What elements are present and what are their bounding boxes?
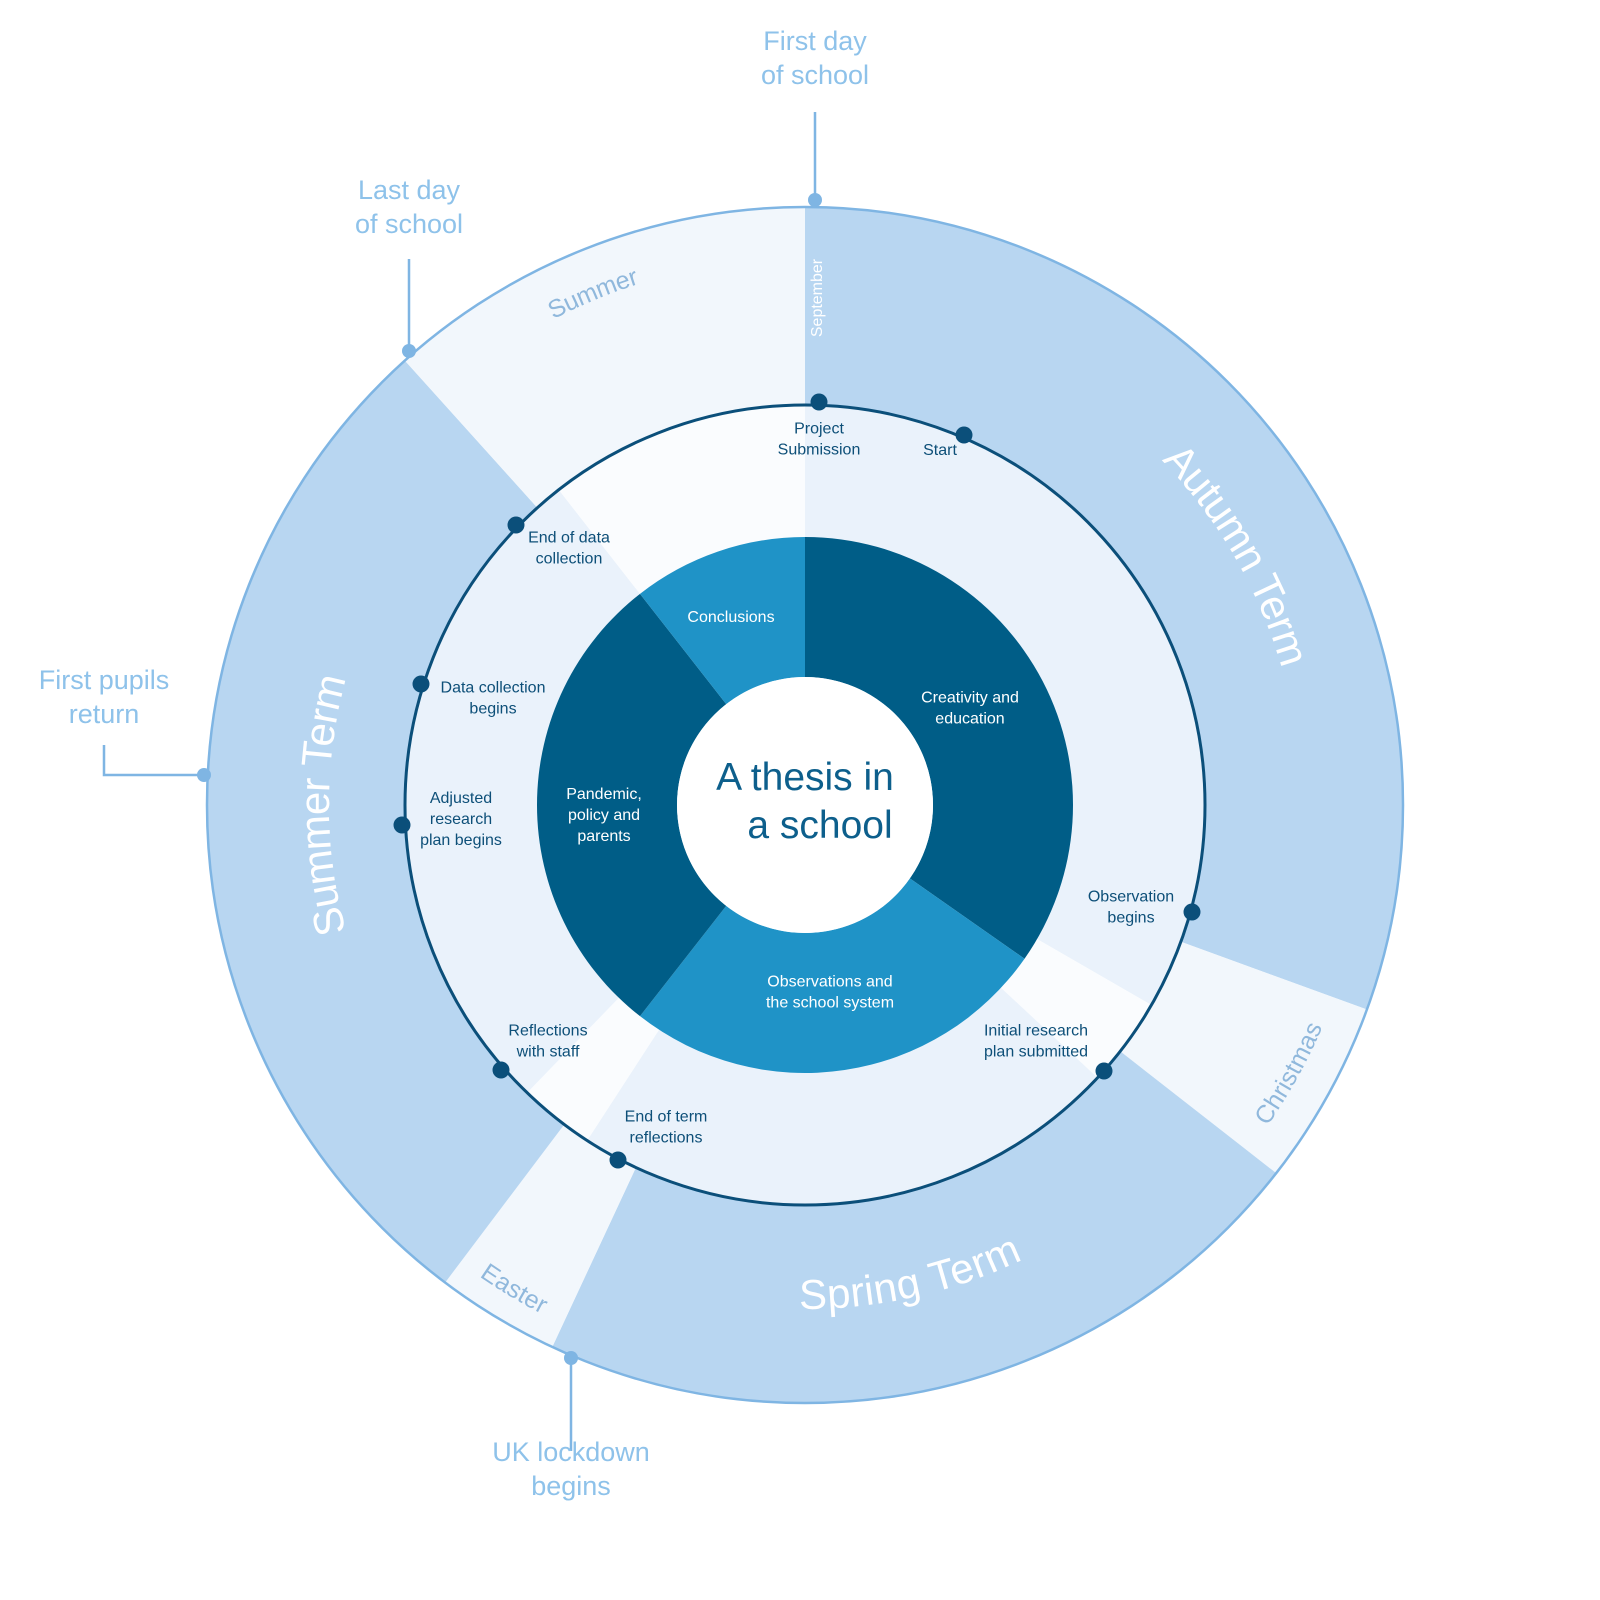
milestone-label: End of term reflections — [625, 1109, 708, 1147]
milestone-dot — [810, 393, 828, 411]
milestone-label-line: Observation — [1088, 889, 1174, 906]
milestone-label-line: begins — [1107, 910, 1154, 927]
milestone-label-line: Submission — [778, 442, 861, 459]
phase-label-line: education — [935, 711, 1004, 728]
milestone-label-line: reflections — [630, 1130, 703, 1147]
phase-label-line: the school system — [766, 995, 894, 1012]
outer-event-label-line: return — [69, 699, 140, 729]
outer-event-label: First day of school — [761, 26, 869, 90]
timeline-ring — [403, 403, 1207, 1207]
outer-event-label: First pupils return — [39, 665, 170, 729]
outer-ring-outline — [205, 205, 1405, 1405]
milestone-label-line: Adjusted — [430, 790, 492, 807]
callout-dot — [402, 344, 416, 358]
spring-term-band — [552, 1051, 1277, 1403]
callout-connector — [102, 745, 204, 777]
milestone-label-line: End of term — [625, 1109, 708, 1126]
callout-dot — [197, 768, 211, 782]
month-label-september: September — [809, 258, 826, 337]
phase-label: Pandemic, policy and parents — [566, 786, 642, 845]
center-title-line: a school — [747, 804, 892, 847]
milestone-label-line: collection — [536, 551, 603, 568]
milestone-label-line: begins — [469, 701, 516, 718]
milestone-label-line: with staff — [516, 1044, 580, 1061]
milestone-label-line: plan submitted — [984, 1044, 1088, 1061]
outer-event-label-line: UK lockdown — [492, 1437, 650, 1467]
milestone-dot — [609, 1151, 627, 1169]
milestone-label: Start — [923, 442, 957, 459]
outer-event-label-line: of school — [761, 60, 869, 90]
autumn-term-band — [805, 207, 1403, 1010]
milestone-label-line: Start — [923, 442, 957, 459]
milestone-label-line: Initial research — [984, 1023, 1088, 1040]
milestone-label-line: Data collection — [441, 680, 546, 697]
phase-segment — [640, 537, 805, 705]
outer-event-label-line: First pupils — [39, 665, 170, 695]
milestone-dot — [1095, 1062, 1113, 1080]
outer-event-label: Last day of school — [355, 175, 463, 239]
phase-label-line: Creativity and — [921, 690, 1019, 707]
milestone-dot — [1183, 903, 1201, 921]
milestone-label-line: End of data — [528, 530, 610, 547]
milestone-dot — [492, 1061, 510, 1079]
outer-event-label: UK lockdown begins — [492, 1437, 650, 1501]
outer-event-label-line: of school — [355, 209, 463, 239]
callout-dot — [564, 1351, 578, 1365]
milestone-dot — [393, 816, 411, 834]
callout-dot — [808, 193, 822, 207]
milestone-dot — [412, 675, 430, 693]
phase-label-line: Pandemic, — [566, 786, 642, 803]
milestone-label: Adjusted research plan begins — [420, 790, 502, 849]
phase-label-line: parents — [577, 828, 630, 845]
milestone-label-line: Project — [794, 421, 844, 438]
milestone-label: End of data collection — [528, 530, 610, 568]
milestone-label: Observation begins — [1088, 889, 1174, 927]
milestone-label-line: plan begins — [420, 832, 502, 849]
easter-band — [445, 1124, 636, 1347]
summer-holiday-band — [404, 207, 805, 508]
phase-segment — [536, 593, 727, 1017]
phase-segment — [805, 537, 1073, 959]
phase-label-line: policy and — [568, 807, 640, 824]
milestone-dot — [507, 516, 525, 534]
center-title: A thesis in a school — [716, 756, 894, 847]
outer-event-label-line: Last day — [358, 175, 461, 205]
phase-label-line: Conclusions — [687, 609, 774, 626]
center-title-line: A thesis in — [716, 756, 894, 799]
center-circle — [677, 677, 933, 933]
milestone-label-line: Reflections — [508, 1023, 587, 1040]
milestone-dot — [955, 426, 973, 444]
christmas-band — [1120, 941, 1367, 1174]
phase-label-line: Observations and — [767, 974, 892, 991]
phase-label: Conclusions — [687, 609, 774, 626]
phase-label: Observations and the school system — [766, 974, 894, 1012]
outer-event-label-line: First day — [763, 26, 867, 56]
phase-segment — [640, 878, 1025, 1073]
milestone-label: Reflections with staff — [508, 1023, 587, 1061]
milestone-label: Initial research plan submitted — [984, 1023, 1088, 1061]
phase-label: Creativity and education — [921, 690, 1019, 728]
milestone-label: Data collection begins — [441, 680, 546, 718]
milestone-label-line: research — [430, 811, 492, 828]
outer-event-label-line: begins — [531, 1471, 611, 1501]
summer-term-band — [207, 360, 565, 1283]
